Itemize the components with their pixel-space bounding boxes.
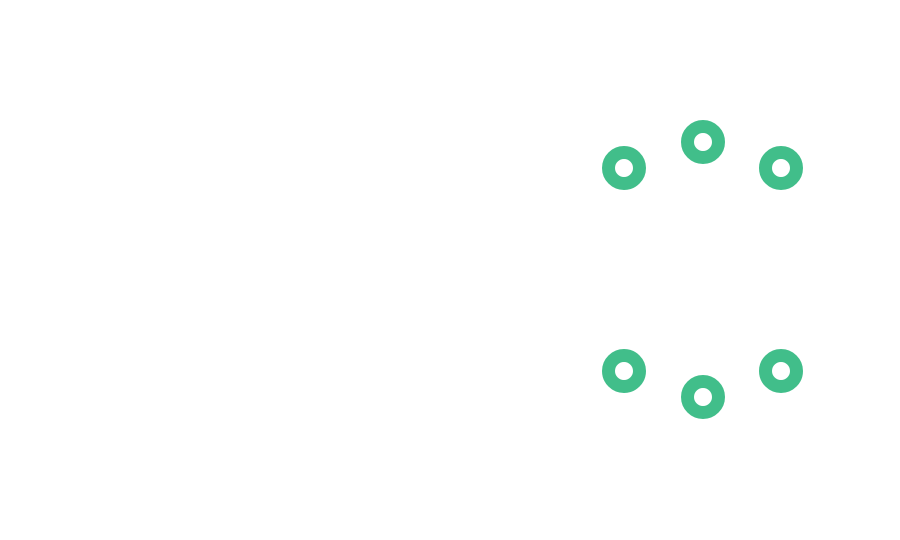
ring-dot-icon (602, 349, 646, 393)
ring-dot-icon (681, 375, 725, 419)
ring-dot-icon (681, 120, 725, 164)
ring-dot-icon (602, 146, 646, 190)
ring-dot-icon (759, 146, 803, 190)
ring-dot-icon (759, 349, 803, 393)
